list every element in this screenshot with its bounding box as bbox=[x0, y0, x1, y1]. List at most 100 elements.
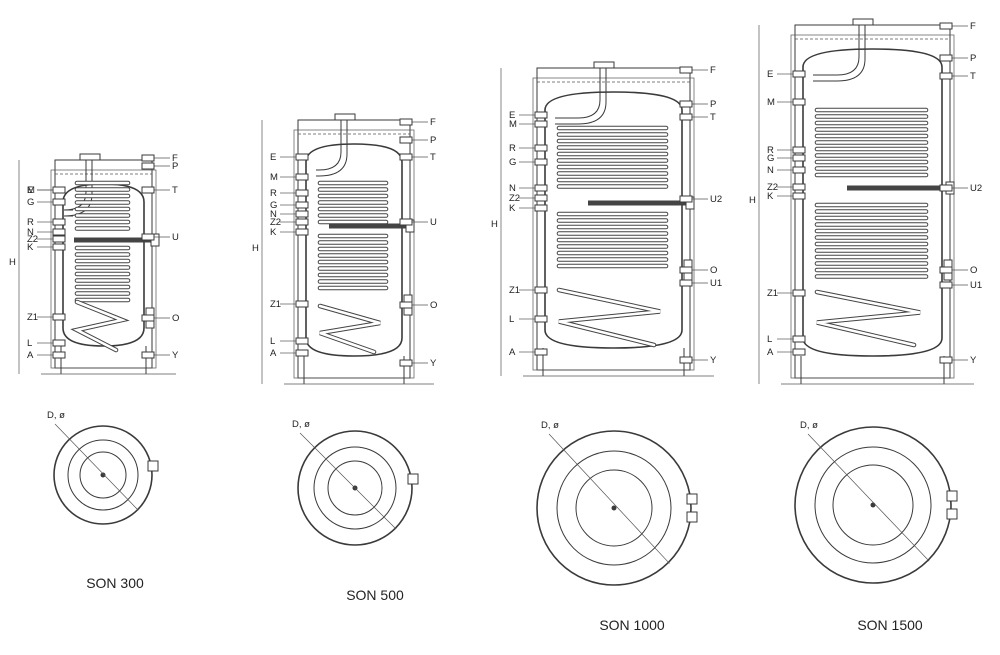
right-nozzle-u2 bbox=[939, 184, 953, 192]
top-nozzle bbox=[79, 153, 101, 161]
jacket-outline bbox=[790, 34, 955, 379]
label-u1: U1 bbox=[710, 278, 722, 289]
label-z1: Z1 bbox=[270, 299, 281, 310]
hot-outlet-pipe bbox=[813, 25, 860, 76]
model-title: SON 1000 bbox=[599, 617, 665, 633]
left-nozzle-a bbox=[295, 349, 309, 357]
right-nozzle-f bbox=[141, 154, 155, 162]
label-n: N bbox=[270, 209, 277, 220]
left-nozzle-r bbox=[295, 189, 309, 197]
label-z1: Z1 bbox=[27, 312, 38, 323]
left-nozzle-z2 bbox=[52, 235, 66, 243]
bottom-zigzag-coil bbox=[556, 287, 661, 348]
label-f: F bbox=[172, 153, 178, 164]
label-u: U bbox=[430, 217, 437, 228]
plan-circle-1 bbox=[297, 430, 413, 546]
model-title: SON 300 bbox=[86, 575, 144, 591]
label-h: H bbox=[749, 195, 756, 206]
zigzag-pipe-inner bbox=[73, 300, 127, 352]
right-nozzle-f bbox=[939, 22, 953, 30]
right-nozzle-t bbox=[939, 72, 953, 80]
plan-circle-3 bbox=[79, 451, 127, 499]
plan-circle-3 bbox=[575, 469, 653, 547]
left-nozzle-m bbox=[792, 98, 806, 106]
label-l: L bbox=[767, 334, 772, 345]
left-nozzle-m bbox=[52, 186, 66, 194]
right-nozzle-p bbox=[399, 136, 413, 144]
label-t: T bbox=[172, 185, 178, 196]
plan-center bbox=[870, 502, 876, 508]
label-o: O bbox=[172, 313, 179, 324]
hot-outlet-pipe bbox=[63, 160, 87, 211]
left-nozzle-z1 bbox=[792, 289, 806, 297]
vessel-outline bbox=[802, 48, 943, 357]
label-y: Y bbox=[970, 355, 977, 366]
plan-nozzle-2 bbox=[946, 508, 958, 520]
left-nozzle-l bbox=[52, 339, 66, 347]
label-h: H bbox=[252, 243, 259, 254]
label-g: G bbox=[767, 153, 774, 164]
left-nozzle-r bbox=[534, 144, 548, 152]
plan-circle-2 bbox=[556, 450, 672, 566]
upper-heat-exchanger-coil bbox=[317, 180, 389, 225]
lower-heat-exchanger-coil bbox=[556, 211, 669, 269]
label-h: H bbox=[9, 257, 16, 268]
plan-circle-3 bbox=[327, 460, 383, 516]
right-nozzle-u bbox=[399, 218, 413, 226]
plan-nozzle-1 bbox=[946, 490, 958, 502]
label-m: M bbox=[27, 185, 35, 196]
left-nozzle-e bbox=[792, 70, 806, 78]
label-k: K bbox=[767, 191, 774, 202]
right-nozzle-p bbox=[679, 100, 693, 108]
upper-heat-exchanger-coil bbox=[814, 107, 929, 178]
zigzag-pipe-inner bbox=[815, 290, 921, 347]
plan-view: D, ø bbox=[47, 410, 159, 525]
label-r: R bbox=[270, 188, 277, 199]
label-l: L bbox=[509, 314, 514, 325]
left-nozzle-z2 bbox=[534, 194, 548, 202]
diameter-leader bbox=[807, 433, 930, 562]
hot-outlet-pipe-inner bbox=[813, 25, 866, 82]
plan-view: D, ø bbox=[794, 420, 958, 584]
right-nozzle-u1 bbox=[939, 281, 953, 289]
diameter-label: D, ø bbox=[292, 419, 310, 430]
left-nozzle-l bbox=[792, 335, 806, 343]
label-p: P bbox=[970, 53, 976, 64]
right-nozzle-p bbox=[141, 162, 155, 170]
right-nozzle-y bbox=[399, 359, 413, 367]
hot-outlet-pipe bbox=[316, 120, 342, 171]
right-nozzle-y bbox=[679, 356, 693, 364]
label-n: N bbox=[509, 183, 516, 194]
left-nozzle-a bbox=[52, 351, 66, 359]
right-nozzle-o bbox=[679, 266, 693, 274]
zigzag-pipe-inner bbox=[557, 288, 661, 347]
top-nozzle bbox=[852, 18, 874, 26]
hot-outlet-pipe bbox=[555, 68, 601, 119]
right-nozzle-p bbox=[939, 54, 953, 62]
plan-center bbox=[611, 505, 617, 511]
label-e: E bbox=[509, 110, 515, 121]
right-nozzle-t bbox=[399, 153, 413, 161]
jacket-outline bbox=[50, 169, 157, 369]
left-nozzle-z2 bbox=[295, 218, 309, 226]
left-nozzle-z1 bbox=[295, 300, 309, 308]
diameter-leader bbox=[299, 432, 397, 530]
label-o: O bbox=[970, 265, 977, 276]
label-p: P bbox=[430, 135, 436, 146]
left-nozzle-z1 bbox=[52, 313, 66, 321]
left-nozzle-n bbox=[792, 166, 806, 174]
label-t: T bbox=[710, 112, 716, 123]
label-p: P bbox=[172, 161, 178, 172]
hot-outlet-pipe-inner bbox=[316, 120, 348, 177]
label-z1: Z1 bbox=[509, 285, 520, 296]
vessel-outline bbox=[305, 143, 403, 357]
plan-circle-3 bbox=[832, 464, 914, 546]
label-a: A bbox=[270, 348, 277, 359]
upper-heat-exchanger-coil bbox=[556, 125, 669, 189]
right-nozzle-t bbox=[679, 113, 693, 121]
label-y: Y bbox=[710, 355, 717, 366]
diameter-leader bbox=[54, 423, 139, 511]
